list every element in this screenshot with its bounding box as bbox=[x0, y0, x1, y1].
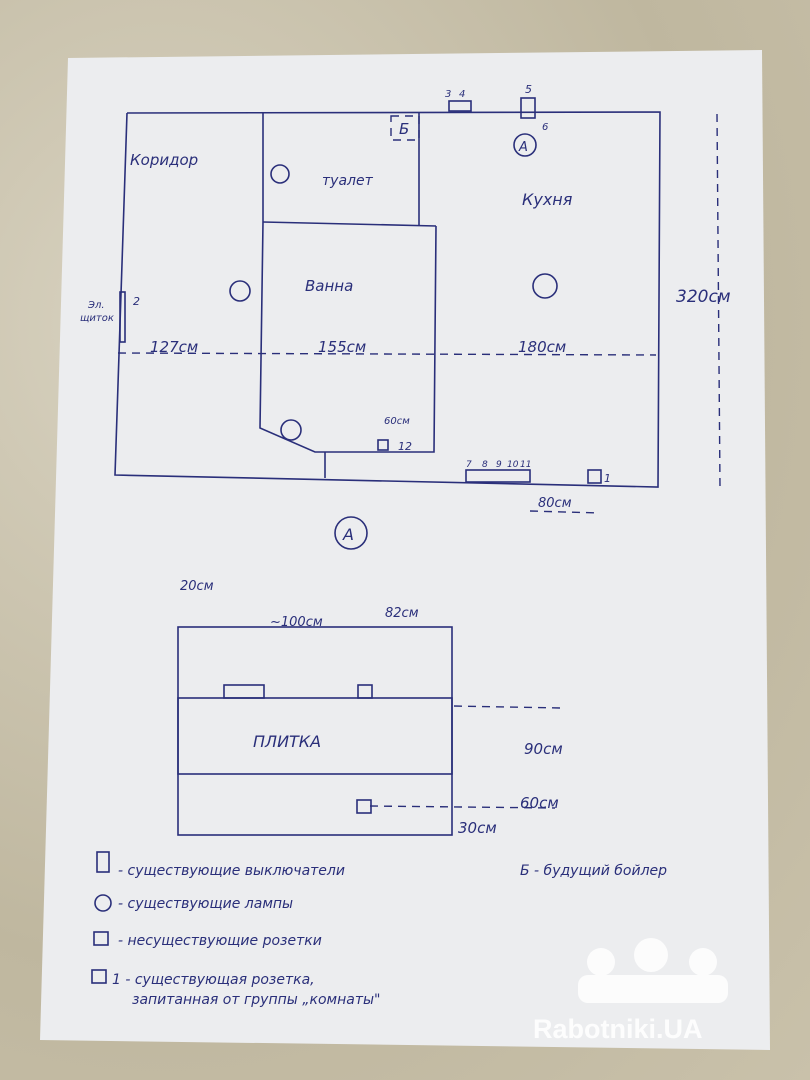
bath-wall bbox=[259, 221, 437, 453]
view-marker-circle bbox=[513, 133, 537, 157]
watermark-text: Rabotniki.UA bbox=[533, 1014, 703, 1044]
socket-group-icon bbox=[465, 469, 531, 483]
dim-320: 320см bbox=[676, 287, 731, 307]
lamp-icon bbox=[229, 280, 251, 302]
legend: - существующие выключатели Б - будущий б… bbox=[91, 851, 667, 1008]
switch-number: 3 bbox=[445, 89, 451, 100]
view-marker: A bbox=[518, 140, 528, 155]
existing-socket-icon bbox=[587, 469, 602, 484]
dim-155: 155см bbox=[318, 338, 366, 356]
tile-label: ПЛИТКА bbox=[253, 732, 321, 751]
existing-socket-icon bbox=[91, 969, 107, 984]
floor-plan: Б Коридор туалет Кухня Ванна Эл. щиток 2… bbox=[80, 83, 731, 514]
dim-127: 127см bbox=[150, 338, 198, 356]
legend-item: - существующие лампы bbox=[118, 896, 293, 912]
dimension-line bbox=[369, 805, 556, 809]
lamp-icon bbox=[532, 273, 558, 299]
dimension-line bbox=[117, 352, 657, 356]
socket-number: 11 bbox=[520, 460, 531, 470]
watermark-logo-icon bbox=[578, 938, 728, 1003]
elevation-view: A ПЛИТКА 20см ~100см 82см 90см 60см 30см bbox=[177, 516, 563, 837]
socket-icon bbox=[93, 931, 109, 946]
lamp-icon bbox=[94, 894, 112, 912]
elevation-marker-circle bbox=[334, 516, 368, 550]
dimension-line bbox=[529, 510, 601, 514]
switch-number: 4 bbox=[459, 89, 465, 100]
switch-icon bbox=[96, 851, 110, 873]
socket-number: 9 bbox=[496, 460, 502, 470]
socket-number: 2 bbox=[133, 295, 140, 308]
room-kitchen: Кухня bbox=[522, 190, 573, 209]
socket-number: 5 bbox=[525, 83, 532, 96]
dim-82: 82см bbox=[385, 606, 419, 621]
legend-item: запитанная от группы „комнаты" bbox=[132, 992, 381, 1008]
socket-number: 8 bbox=[482, 460, 488, 470]
socket-number: 10 bbox=[507, 460, 519, 470]
legend-item: Б - будущий бойлер bbox=[520, 863, 667, 879]
legend-item: 1 - существующая розетка, bbox=[112, 972, 315, 988]
wall bbox=[262, 221, 437, 227]
panel-label: щиток bbox=[80, 313, 114, 324]
elevation-marker: A bbox=[342, 525, 354, 544]
dim-20: 20см bbox=[180, 579, 214, 594]
socket-number: 7 bbox=[466, 460, 472, 470]
socket-number: 12 bbox=[398, 440, 412, 453]
socket-icon bbox=[356, 799, 372, 814]
boiler-label: Б bbox=[399, 120, 409, 138]
dim-90: 90см bbox=[524, 740, 563, 758]
switch-icon bbox=[448, 100, 472, 112]
socket-number: 6 bbox=[542, 122, 548, 133]
room-toilet: туалет bbox=[322, 173, 374, 189]
socket-icon bbox=[357, 684, 373, 699]
boiler-marker bbox=[390, 115, 420, 141]
legend-item: - несуществующие розетки bbox=[118, 933, 322, 949]
socket-number: 1 bbox=[604, 472, 611, 485]
room-bath: Ванна bbox=[305, 277, 353, 295]
dim-30: 30см bbox=[458, 819, 497, 837]
socket-icon bbox=[223, 684, 265, 699]
electrical-panel-icon bbox=[119, 291, 126, 343]
dim-100: ~100см bbox=[270, 615, 323, 630]
tile-zone bbox=[177, 697, 453, 775]
dim-60-elev: 60см bbox=[520, 794, 559, 812]
dim-60: 60см bbox=[384, 416, 410, 427]
lamp-icon bbox=[280, 419, 302, 441]
socket-icon bbox=[520, 97, 536, 119]
lamp-icon bbox=[270, 164, 290, 184]
dim-180: 180см bbox=[518, 338, 566, 356]
dimension-line bbox=[716, 113, 721, 489]
outer-wall bbox=[114, 111, 661, 488]
room-corridor: Коридор bbox=[130, 151, 198, 169]
legend-item: - существующие выключатели bbox=[118, 863, 345, 879]
panel-label: Эл. bbox=[87, 300, 105, 311]
dimension-line bbox=[453, 705, 561, 709]
paper-sheet bbox=[40, 50, 770, 1050]
dim-80: 80см bbox=[538, 496, 572, 511]
socket-icon bbox=[377, 439, 389, 451]
